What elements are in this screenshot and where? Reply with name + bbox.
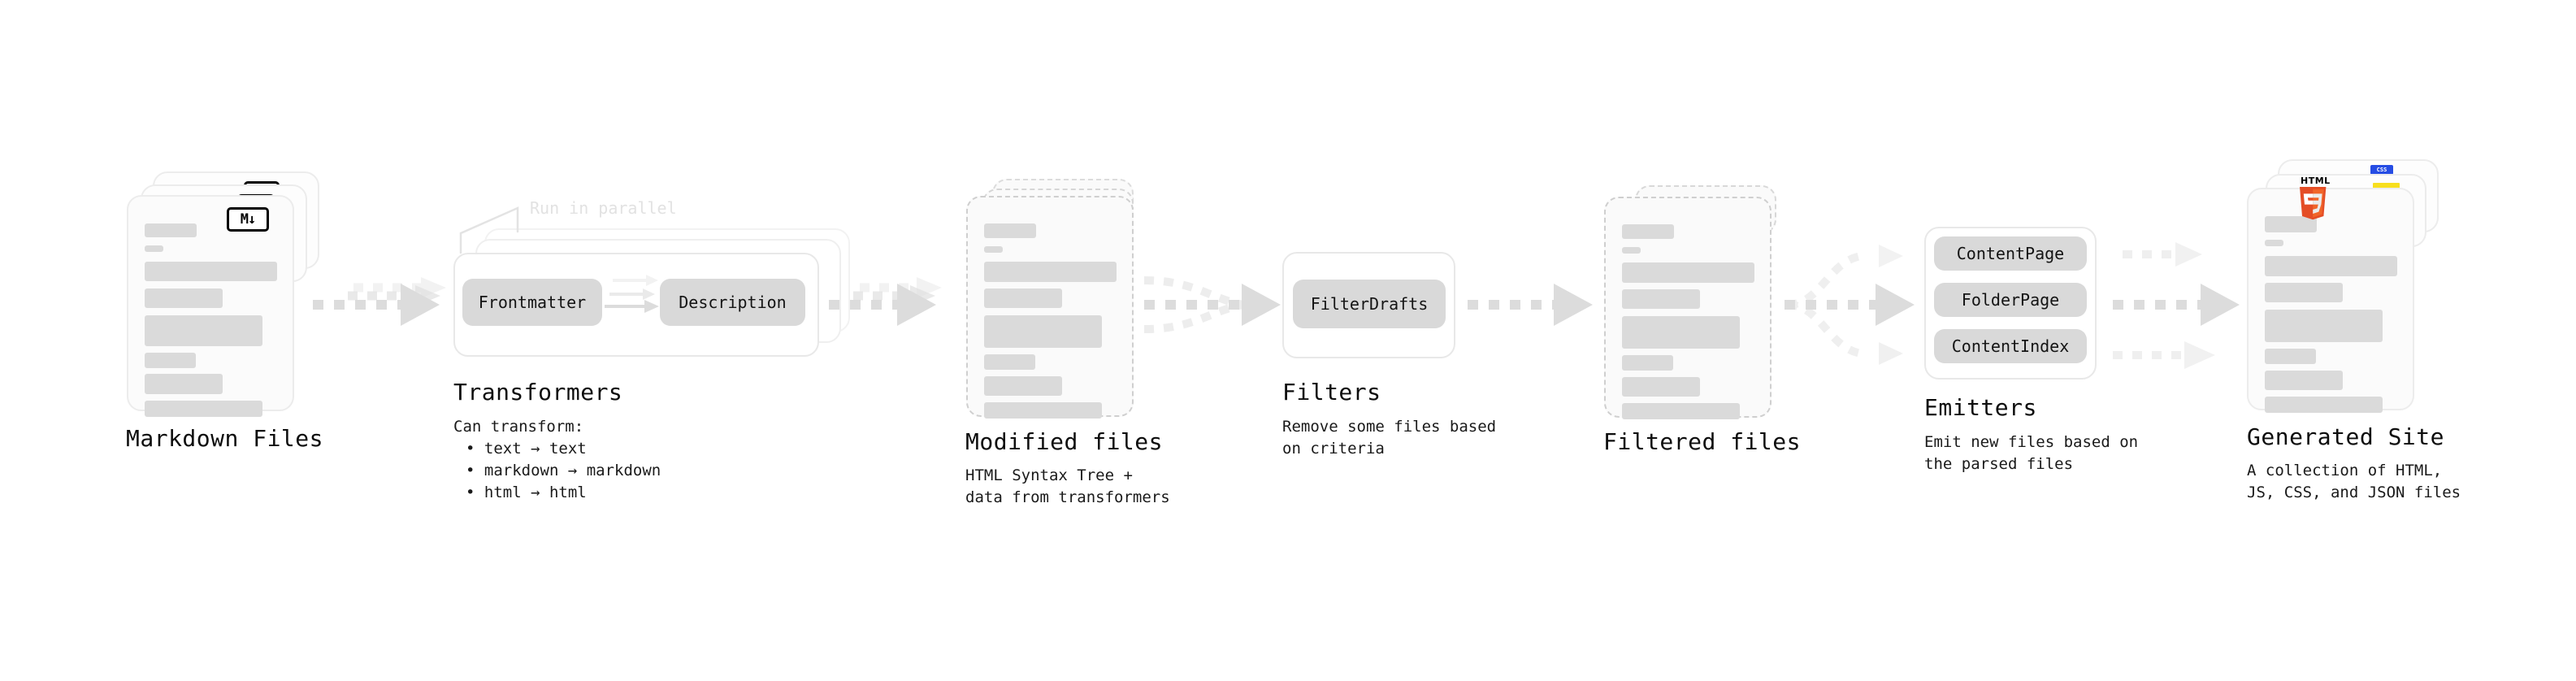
- skeleton-line: [984, 402, 1102, 419]
- filter-item-filterdrafts[interactable]: FilterDrafts: [1293, 280, 1446, 328]
- skeleton-line: [2265, 310, 2383, 342]
- emitter-item-contentindex[interactable]: ContentIndex: [1934, 329, 2087, 363]
- skeleton-line: [984, 354, 1035, 370]
- arrow-emitters-to-generated: [2113, 242, 2240, 369]
- skeleton-line: [1622, 403, 1740, 419]
- arrow-filters-to-filtered: [1468, 284, 1593, 326]
- skeleton-line: [2265, 397, 2383, 413]
- label-modified-files: Modified files: [965, 428, 1164, 455]
- generated-site-description: A collection of HTML, JS, CSS, and JSON …: [2247, 462, 2461, 501]
- label-filtered-files: Filtered files: [1603, 428, 1802, 455]
- transformers-bullet-0: • text → text: [466, 440, 587, 458]
- skeleton-line: [984, 262, 1117, 282]
- skeleton-line: [1622, 316, 1740, 349]
- css-badge: CSS: [2370, 165, 2393, 175]
- skeleton-line: [984, 376, 1062, 396]
- label-filters: Filters: [1282, 379, 1381, 406]
- arrow-filtered-to-emitters: [1785, 245, 1915, 365]
- skeleton-line: [984, 315, 1102, 348]
- label-transformers: Transformers: [453, 379, 623, 406]
- label-markdown-files: Markdown Files: [126, 425, 324, 452]
- modified-files-description: HTML Syntax Tree + data from transformer…: [965, 466, 1170, 506]
- skeleton-line: [2265, 256, 2397, 276]
- filters-description: Remove some files based on criteria: [1282, 418, 1497, 458]
- run-in-parallel-label: Run in parallel: [530, 198, 677, 218]
- emitter-item-folderpage[interactable]: FolderPage: [1934, 283, 2087, 317]
- skeleton-line: [984, 246, 1003, 253]
- markdown-card-front: [127, 195, 294, 417]
- label-emitters: Emitters: [1924, 394, 2037, 421]
- skeleton-line: [2265, 283, 2343, 302]
- transformer-step-description[interactable]: Description: [660, 279, 805, 326]
- skeleton-line: [984, 223, 1036, 238]
- arrow-markdown-to-transformers: [313, 277, 446, 326]
- modified-card-front: [966, 196, 1134, 419]
- skeleton-line: [2265, 349, 2316, 364]
- skeleton-line: [145, 223, 197, 237]
- skeleton-line: [1622, 262, 1754, 283]
- skeleton-line: [145, 401, 262, 417]
- skeleton-line: [145, 262, 277, 281]
- skeleton-line: [1622, 224, 1674, 239]
- skeleton-line: [984, 288, 1062, 308]
- transformers-bullet-2: • html → html: [466, 484, 587, 501]
- css-badge-label: CSS: [2376, 167, 2387, 173]
- skeleton-line: [145, 315, 262, 346]
- label-generated-site: Generated Site: [2247, 423, 2445, 450]
- skeleton-line: [1622, 355, 1673, 371]
- skeleton-line: [145, 353, 196, 368]
- skeleton-line: [1622, 289, 1700, 309]
- emitters-description: Emit new files based on the parsed files: [1924, 433, 2139, 473]
- skeleton-line: [145, 374, 223, 394]
- markdown-badge: M↓: [227, 207, 269, 232]
- generated-card-front: [2247, 188, 2414, 413]
- transformers-description: Can transform:: [453, 418, 584, 436]
- skeleton-line: [1622, 377, 1700, 397]
- skeleton-line: [145, 245, 163, 252]
- skeleton-line: [2265, 371, 2343, 390]
- skeleton-line: [1622, 247, 1641, 254]
- transformers-bullet-1: • markdown → markdown: [466, 462, 661, 479]
- emitter-item-contentpage[interactable]: ContentPage: [1934, 236, 2087, 271]
- skeleton-line: [2265, 240, 2283, 246]
- filtered-card-front: [1604, 197, 1772, 419]
- arrow-modified-to-filters: [1143, 276, 1281, 333]
- transformer-step-frontmatter[interactable]: Frontmatter: [462, 279, 602, 326]
- skeleton-line: [145, 288, 223, 308]
- skeleton-line: [2265, 216, 2317, 232]
